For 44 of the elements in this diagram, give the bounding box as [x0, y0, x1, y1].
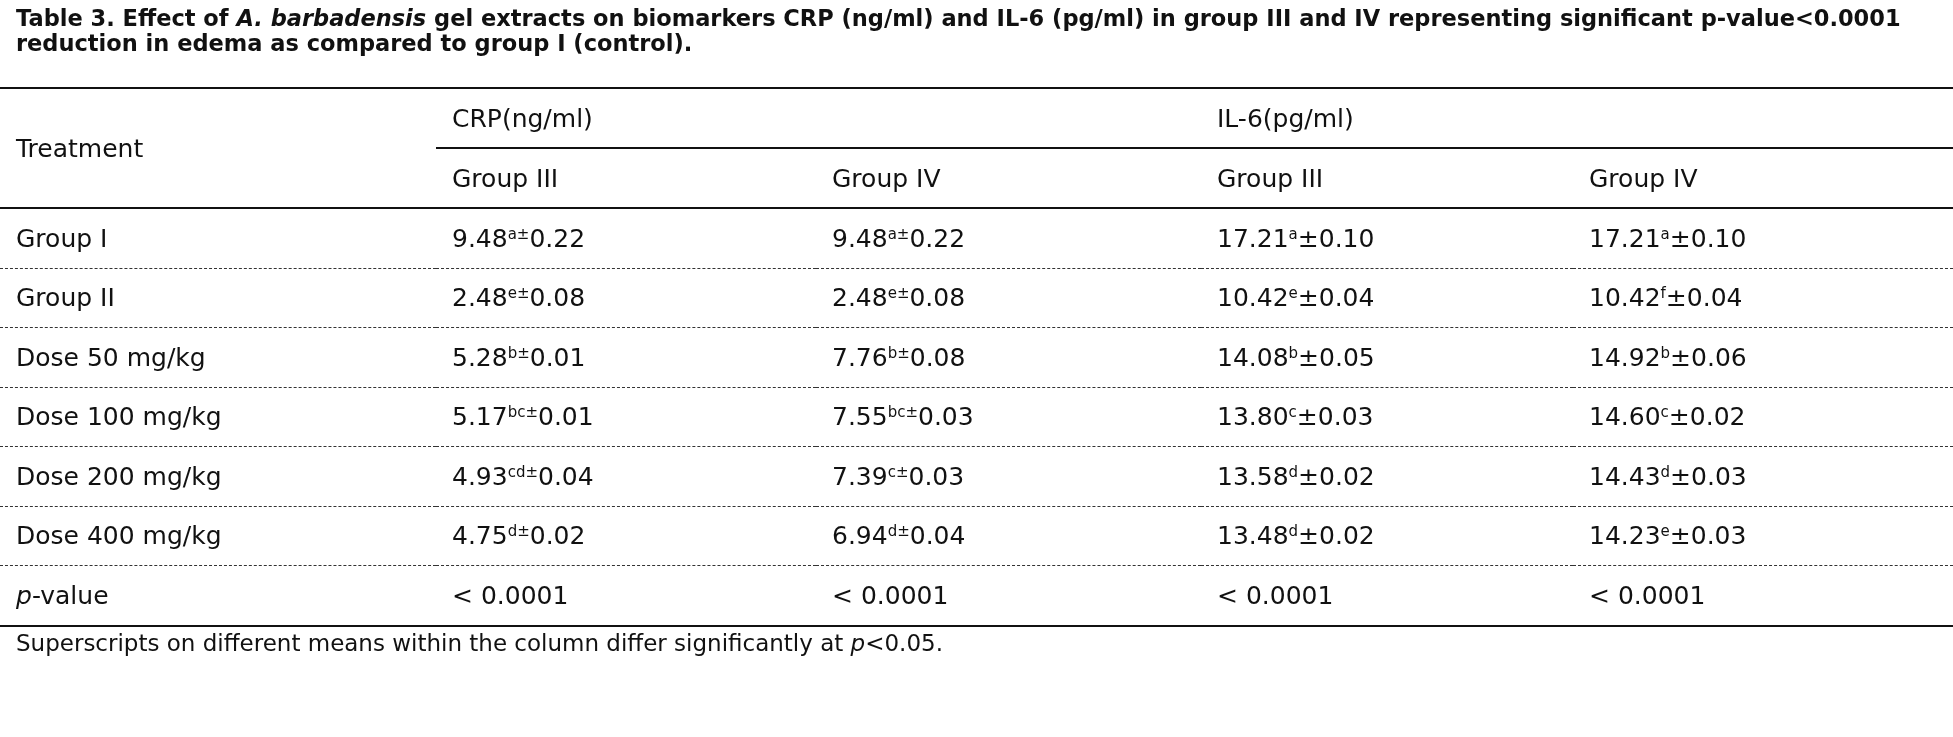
table-title: Table 3. Effect of A. barbadensis gel extracts on biomarkers CRP (ng/ml) and IL-6 (pg/ml) in group III and IV representing significant p-value<0.0001 reduction in edema as compared to group I (control).: [15, 4, 1902, 56]
value-text: 17.21$^{a}$±0.10: [1573, 208, 1953, 268]
value-text: 4.93$^{cd±}$0.04: [436, 446, 816, 506]
column-header: Group III: [436, 148, 816, 208]
column-header: Group IV: [816, 148, 1201, 208]
value-text: 7.76$^{b±}$0.08: [816, 327, 1201, 387]
value-text: 2.48$^{e±}$0.08: [816, 268, 1201, 328]
value-text: 13.58$^{d}$±0.02: [1201, 446, 1573, 506]
row-label: Group I: [0, 208, 436, 268]
value-text: < 0.0001: [1573, 565, 1953, 626]
value-text: 14.23$^{e}$±0.03: [1573, 506, 1953, 566]
row-label: Dose 400 mg/kg: [0, 506, 436, 566]
value-text: 4.75$^{d±}$0.02: [436, 506, 816, 566]
value-text: < 0.0001: [816, 565, 1201, 626]
value-text: 5.17$^{bc±}$0.01: [436, 387, 816, 447]
column-header: Group III: [1201, 148, 1573, 208]
row-label: Dose 200 mg/kg: [0, 446, 436, 506]
column-header: Group IV: [1573, 148, 1953, 208]
value-text: 10.42$^{e}$±0.04: [1201, 268, 1573, 328]
value-text: < 0.0001: [436, 565, 816, 626]
value-text: 7.39$^{c±}$0.03: [816, 446, 1201, 506]
value-text: 7.55$^{bc±}$0.03: [816, 387, 1201, 447]
value-text: 14.43$^{d}$±0.03: [1573, 446, 1953, 506]
value-text: 9.48$^{a±}$0.22: [436, 208, 816, 268]
value-text: 14.08$^{b}$±0.05: [1201, 327, 1573, 387]
value-text: 9.48$^{a±}$0.22: [816, 208, 1201, 268]
value-text: 10.42$^{f}$±0.04: [1573, 268, 1953, 328]
column-group-header: IL-6(pg/ml): [1201, 88, 1953, 148]
row-label: Group II: [0, 268, 436, 328]
value-text: 14.60$^{c}$±0.02: [1573, 387, 1953, 447]
row-label: p-value: [0, 565, 436, 626]
value-text: 6.94$^{d±}$0.04: [816, 506, 1201, 566]
value-text: 5.28$^{b±}$0.01: [436, 327, 816, 387]
column-group-header: CRP(ng/ml): [436, 88, 1201, 148]
value-text: 13.80$^{c}$±0.03: [1201, 387, 1573, 447]
value-text: 13.48$^{d}$±0.02: [1201, 506, 1573, 566]
table-footnote: Superscripts on different means within the column differ significantly at p<0.05.: [16, 630, 943, 656]
value-text: < 0.0001: [1201, 565, 1573, 626]
value-text: 17.21$^{a}$±0.10: [1201, 208, 1573, 268]
value-text: 14.92$^{b}$±0.06: [1573, 327, 1953, 387]
row-label: Dose 50 mg/kg: [0, 327, 436, 387]
column-header: Treatment: [0, 88, 436, 208]
row-label: Dose 100 mg/kg: [0, 387, 436, 447]
value-text: 2.48$^{e±}$0.08: [436, 268, 816, 328]
